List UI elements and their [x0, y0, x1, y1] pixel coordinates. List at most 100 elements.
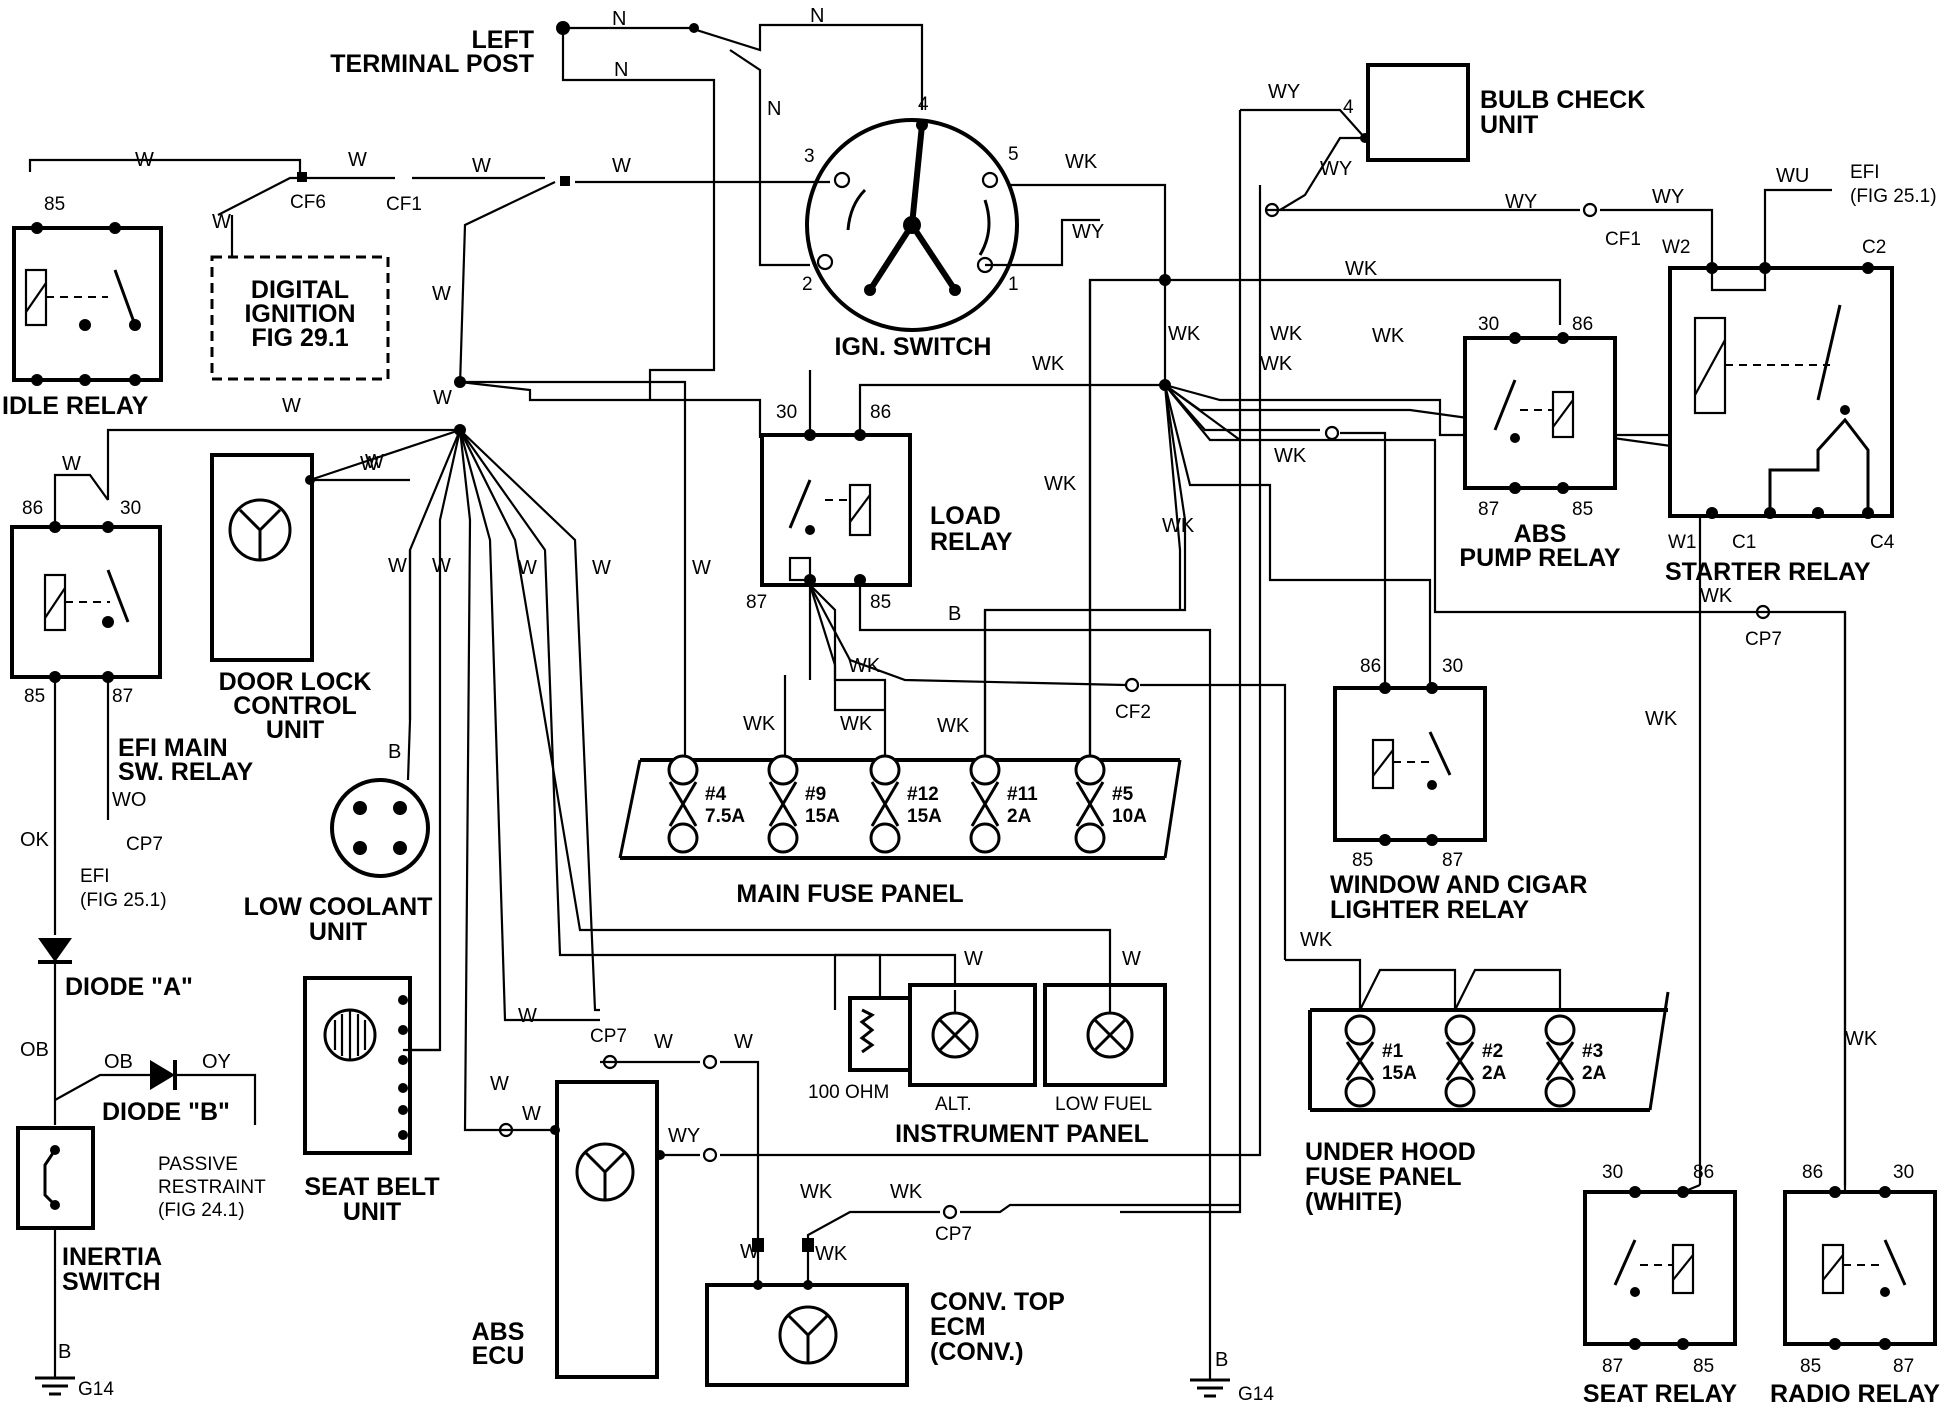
svg-text:WK: WK	[848, 655, 881, 677]
svg-text:CF6: CF6	[290, 192, 326, 213]
svg-text:15A: 15A	[805, 806, 840, 827]
svg-text:W: W	[592, 557, 611, 579]
svg-text:W: W	[135, 149, 154, 171]
svg-text:OK: OK	[20, 829, 50, 851]
svg-text:WY: WY	[1505, 191, 1537, 213]
svg-text:EFI: EFI	[80, 866, 110, 887]
svg-text:LOAD: LOAD	[930, 502, 1001, 530]
svg-text:SWITCH: SWITCH	[62, 1268, 161, 1296]
svg-text:LOW FUEL: LOW FUEL	[1055, 1094, 1152, 1115]
low-coolant-unit: LOW COOLANT UNIT	[244, 778, 432, 946]
svg-text:ECU: ECU	[472, 1342, 525, 1370]
svg-text:ALT.: ALT.	[935, 1094, 972, 1115]
bulb-check-unit: BULB CHECK UNIT	[1360, 63, 1645, 162]
svg-text:WK: WK	[1044, 473, 1077, 495]
svg-text:WK: WK	[1260, 353, 1293, 375]
svg-text:CP7: CP7	[1745, 629, 1782, 650]
svg-text:C2: C2	[1862, 237, 1886, 258]
svg-text:IGNITION: IGNITION	[244, 300, 355, 328]
svg-text:86: 86	[1572, 314, 1593, 335]
svg-text:87: 87	[1442, 850, 1463, 871]
svg-text:WK: WK	[1700, 585, 1733, 607]
svg-text:15A: 15A	[907, 806, 942, 827]
svg-text:CONTROL: CONTROL	[233, 692, 357, 720]
svg-text:WK: WK	[1065, 151, 1098, 173]
svg-text:PUMP RELAY: PUMP RELAY	[1459, 544, 1620, 572]
svg-text:100 OHM: 100 OHM	[808, 1082, 889, 1103]
svg-text:85: 85	[1800, 1356, 1821, 1377]
svg-text:WK: WK	[800, 1181, 833, 1203]
ign-switch: 4 3 5 2 1 IGN. SWITCH	[802, 94, 1019, 361]
svg-text:(CONV.): (CONV.)	[930, 1338, 1024, 1366]
svg-text:BULB CHECK: BULB CHECK	[1480, 86, 1645, 114]
svg-text:W: W	[282, 395, 301, 417]
svg-text:85: 85	[1352, 850, 1373, 871]
svg-text:WK: WK	[1845, 1028, 1878, 1050]
svg-text:#12: #12	[907, 784, 939, 805]
svg-text:30: 30	[120, 498, 141, 519]
svg-text:FIG 29.1: FIG 29.1	[251, 324, 348, 352]
svg-text:W: W	[432, 555, 451, 577]
svg-text:WK: WK	[743, 713, 776, 735]
svg-text:RESTRAINT: RESTRAINT	[158, 1177, 266, 1198]
svg-text:W1: W1	[1668, 532, 1697, 553]
svg-text:W: W	[212, 211, 231, 233]
svg-text:N: N	[612, 8, 626, 30]
svg-text:WY: WY	[1320, 158, 1352, 180]
svg-text:W: W	[1122, 948, 1141, 970]
svg-text:(FIG 25.1): (FIG 25.1)	[1850, 186, 1937, 207]
svg-text:UNDER HOOD: UNDER HOOD	[1305, 1138, 1476, 1166]
svg-text:EFI MAIN: EFI MAIN	[118, 734, 228, 762]
instrument-panel: 100 OHM ALT. LOW FUEL INSTRUMENT PANEL	[808, 983, 1167, 1148]
inertia-switch: INERTIA SWITCH	[16, 1126, 162, 1296]
svg-text:IDLE RELAY: IDLE RELAY	[2, 392, 149, 420]
svg-text:OB: OB	[20, 1039, 49, 1061]
svg-text:5: 5	[1008, 144, 1019, 165]
svg-text:LIGHTER RELAY: LIGHTER RELAY	[1330, 896, 1529, 924]
svg-text:W: W	[365, 451, 384, 473]
svg-text:MAIN FUSE PANEL: MAIN FUSE PANEL	[736, 880, 963, 908]
svg-text:2A: 2A	[1007, 806, 1032, 827]
svg-text:87: 87	[1602, 1356, 1623, 1377]
svg-text:C1: C1	[1732, 532, 1756, 553]
svg-text:WK: WK	[1345, 258, 1378, 280]
svg-text:CF2: CF2	[1115, 702, 1151, 723]
svg-text:W: W	[348, 149, 367, 171]
svg-text:WK: WK	[1274, 445, 1307, 467]
svg-text:G14: G14	[1238, 1384, 1274, 1405]
svg-text:W: W	[472, 155, 491, 177]
svg-text:CP7: CP7	[126, 834, 163, 855]
svg-text:B: B	[388, 741, 401, 763]
svg-text:G14: G14	[78, 1379, 114, 1400]
svg-text:WINDOW AND CIGAR: WINDOW AND CIGAR	[1330, 871, 1587, 899]
svg-text:SEAT BELT: SEAT BELT	[304, 1173, 439, 1201]
svg-text:W: W	[612, 155, 631, 177]
svg-text:W: W	[388, 555, 407, 577]
svg-text:WK: WK	[1645, 708, 1678, 730]
svg-text:85: 85	[1693, 1356, 1714, 1377]
svg-text:DIODE "A": DIODE "A"	[65, 973, 193, 1001]
door-lock-control-unit: DOOR LOCK CONTROL UNIT	[210, 453, 371, 744]
svg-text:W: W	[692, 557, 711, 579]
svg-text:B: B	[1215, 1349, 1228, 1371]
svg-text:2: 2	[802, 274, 813, 295]
abs-ecu: ABS ECU	[472, 1080, 665, 1379]
svg-text:WK: WK	[1300, 929, 1333, 951]
svg-text:30: 30	[1478, 314, 1499, 335]
svg-text:4: 4	[918, 94, 929, 115]
svg-text:WO: WO	[112, 789, 146, 811]
svg-text:85: 85	[1572, 499, 1593, 520]
svg-text:RADIO RELAY: RADIO RELAY	[1770, 1380, 1940, 1408]
abs-pump-relay: 30 86 87 85 ABS PUMP RELAY	[1459, 314, 1620, 572]
svg-text:WY: WY	[1072, 221, 1104, 243]
svg-text:W: W	[522, 1103, 541, 1125]
svg-text:PASSIVE: PASSIVE	[158, 1154, 238, 1175]
svg-text:UNIT: UNIT	[1480, 111, 1538, 139]
conv-top-ecm: CONV. TOP ECM (CONV.)	[705, 1280, 1065, 1387]
svg-text:87: 87	[112, 686, 133, 707]
svg-text:ABS: ABS	[1514, 520, 1567, 548]
